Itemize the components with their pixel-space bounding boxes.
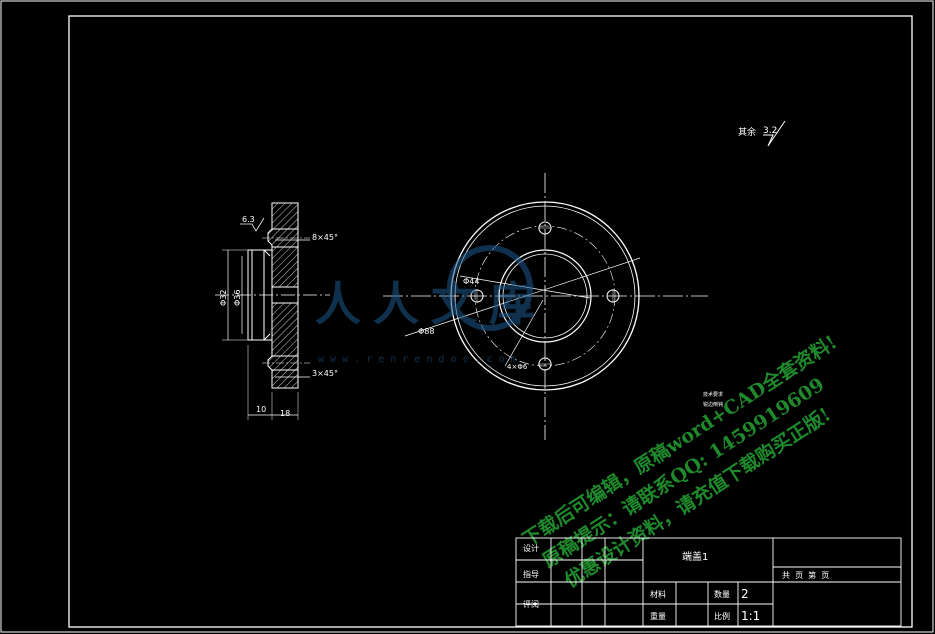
label-material: 材料 xyxy=(650,589,666,599)
watermark: 人人文库 w w w . r e n r e n d o c . c o m xyxy=(315,245,547,365)
label-design: 设计 xyxy=(523,543,539,553)
bolt-circle xyxy=(474,225,616,367)
tech-note-1: 技术要求 xyxy=(703,391,723,398)
svg-text:其余: 其余 xyxy=(738,126,756,138)
roughness-6-3: 6.3 xyxy=(242,215,255,224)
label-weight: 重量 xyxy=(650,611,666,621)
part-name: 端盖1 xyxy=(682,550,708,563)
label-review: 评阅 xyxy=(523,600,539,609)
dim-phi88: Φ88 xyxy=(418,327,434,336)
front-view: Φ44 Φ88 4×Φ6 技术要求 锐边倒钝 xyxy=(383,173,723,440)
section-hatch-top xyxy=(267,202,299,288)
roughness-symbol xyxy=(763,120,786,147)
dim-4-phi6: 4×Φ6 xyxy=(507,363,528,371)
chamfer-note-bottom: 3×45° xyxy=(312,369,338,378)
sheet-count: 共 页 第 页 xyxy=(782,570,829,580)
dim-phi32: Φ32 xyxy=(219,290,228,306)
watermark-url: w w w . r e n r e n d o c . c o m xyxy=(318,354,517,365)
watermark-logo-text: 人人文库 xyxy=(315,277,547,331)
title-block-text: 设计 指导 评阅 端盖1 共 页 第 页 材料 数量 2 重量 比例 1:1 xyxy=(523,543,829,623)
tech-note-2: 锐边倒钝 xyxy=(703,401,723,408)
bore-circle xyxy=(498,249,592,343)
drawing-frame xyxy=(68,15,913,628)
dim-phi44: Φ44 xyxy=(463,277,479,286)
quantity-value: 2 xyxy=(741,587,749,601)
section-view: 6.3 8×45° 3×45° Φ32 Φ36 10 18 xyxy=(215,202,338,420)
dim-18: 18 xyxy=(280,409,290,418)
label-guide: 指导 xyxy=(523,569,539,579)
svg-text:3.2: 3.2 xyxy=(763,126,777,136)
label-quantity: 数量 xyxy=(714,589,730,599)
dim-10: 10 xyxy=(256,405,266,414)
surface-roughness-note: 其余 3.2 xyxy=(738,120,786,147)
label-scale: 比例 xyxy=(714,611,730,621)
watermark-logo-ring xyxy=(447,245,533,331)
chamfer-note-top: 8×45° xyxy=(312,233,338,242)
scale-value: 1:1 xyxy=(741,609,760,623)
title-block xyxy=(515,537,902,627)
dim-phi36: Φ36 xyxy=(233,290,242,306)
section-hatch-bottom xyxy=(267,302,299,389)
